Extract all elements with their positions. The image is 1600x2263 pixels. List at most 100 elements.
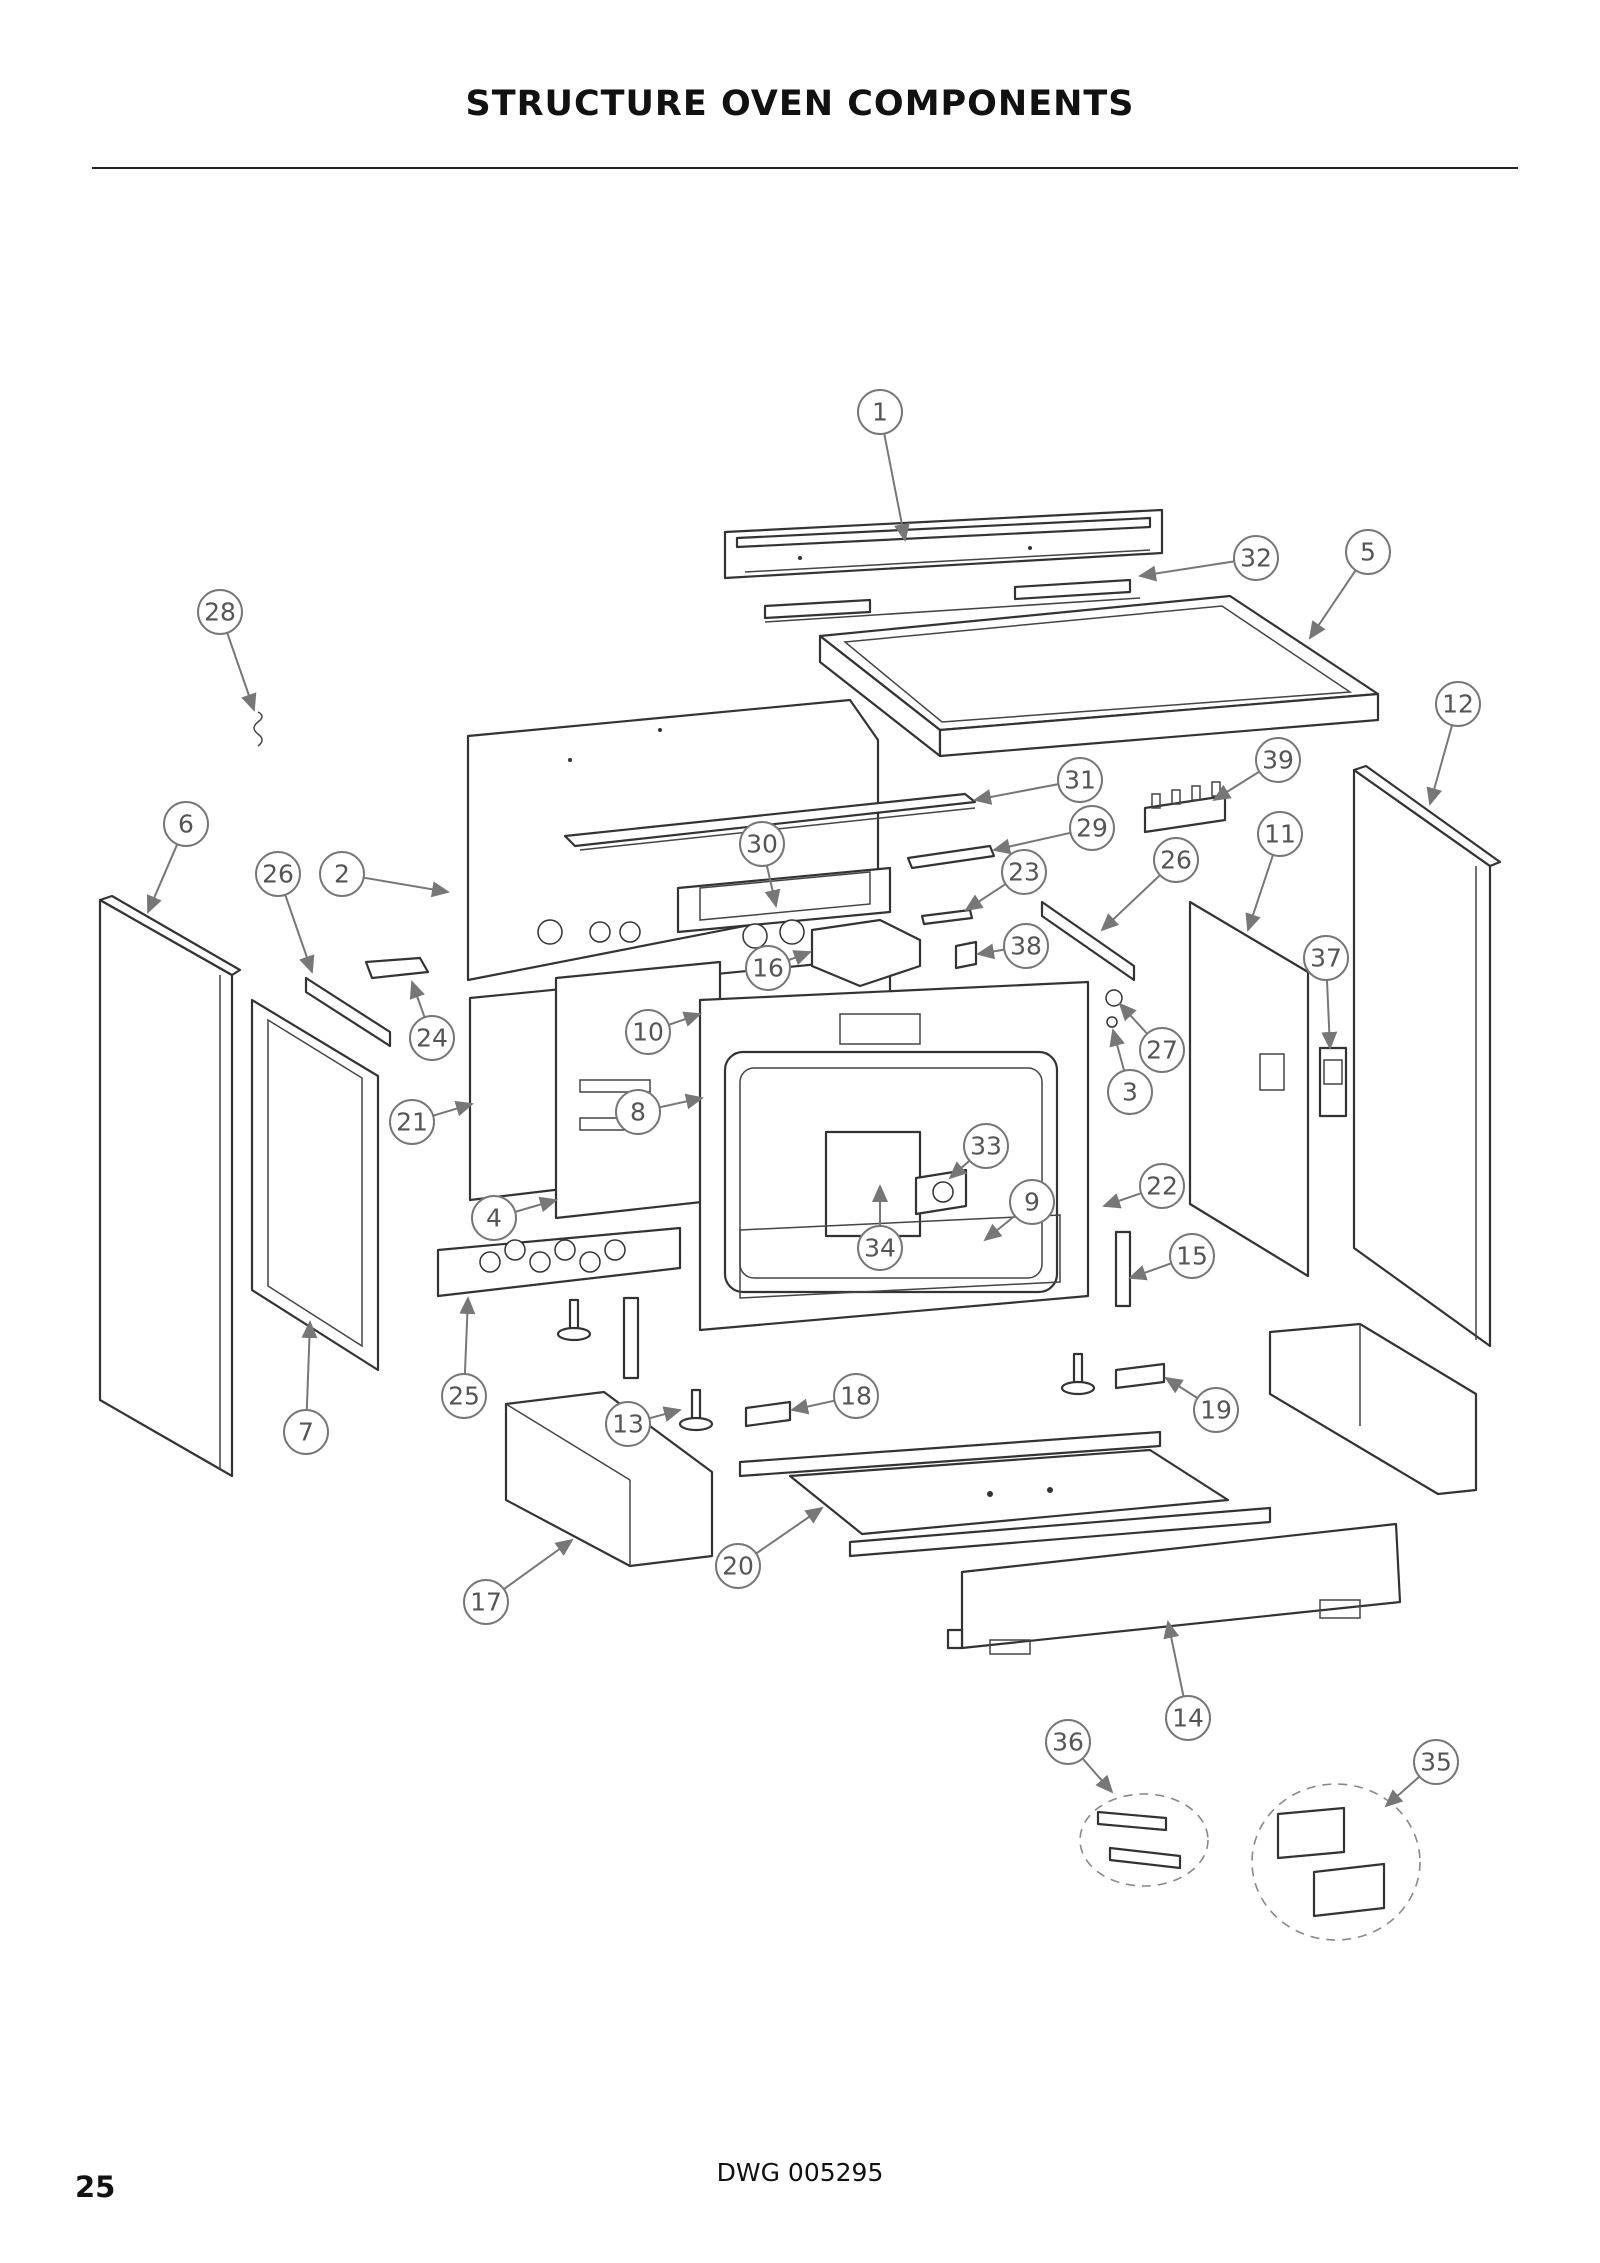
part-cooktop-frame — [818, 594, 1380, 758]
callout-17: 17 — [463, 1579, 509, 1625]
callout-circle — [1153, 837, 1199, 883]
leader-c32 — [1138, 560, 1235, 582]
callout-24: 24 — [409, 1015, 455, 1061]
leader-c10 — [668, 1011, 702, 1027]
callout-16: 16 — [745, 945, 791, 991]
leader-c36 — [1081, 1757, 1114, 1794]
leader-c9 — [983, 1215, 1016, 1242]
callout-33: 33 — [963, 1123, 1009, 1169]
leader-c5 — [1308, 569, 1357, 640]
leader-c4 — [514, 1196, 558, 1213]
callout-number: 10 — [632, 1018, 664, 1047]
callout-30: 30 — [739, 821, 785, 867]
callout-circle — [1233, 535, 1279, 581]
callout-circle — [605, 1401, 651, 1447]
page-title: STRUCTURE OVEN COMPONENTS — [465, 84, 1135, 124]
callout-circle — [739, 821, 785, 867]
leader-c13 — [648, 1406, 682, 1422]
callout-circle — [471, 1195, 517, 1241]
callout-31: 31 — [1057, 757, 1103, 803]
callout-number: 3 — [1122, 1078, 1138, 1107]
callout-number: 2 — [334, 860, 350, 889]
leader-c21 — [432, 1100, 474, 1117]
callout-circle — [1345, 529, 1391, 575]
callout-28: 28 — [197, 589, 243, 635]
leader-c38 — [976, 943, 1005, 960]
callout-13: 13 — [605, 1401, 651, 1447]
part-right-side-panel — [1352, 764, 1502, 1348]
callout-number: 5 — [1360, 538, 1376, 567]
leader-c1 — [883, 433, 910, 542]
callout-circle — [1165, 1695, 1211, 1741]
drawing-number: DWG 005295 — [716, 2158, 884, 2187]
callout-number: 19 — [1200, 1396, 1232, 1425]
part-spring — [253, 711, 263, 747]
callout-circle — [1435, 681, 1481, 727]
callout-circle — [1107, 1069, 1153, 1115]
callout-12: 12 — [1435, 681, 1481, 727]
callout-circle — [283, 1409, 329, 1455]
leader-c17 — [503, 1538, 574, 1590]
callout-number: 12 — [1442, 690, 1474, 719]
part-heat-shield — [824, 1130, 922, 1238]
leader-c6 — [146, 843, 179, 914]
title-divider — [92, 167, 1518, 169]
leader-c12 — [1426, 724, 1454, 806]
callout-37: 37 — [1303, 935, 1349, 981]
callout-circle — [1303, 935, 1349, 981]
callout-number: 34 — [864, 1234, 896, 1263]
callout-number: 4 — [486, 1204, 502, 1233]
callout-number: 39 — [1262, 746, 1294, 775]
callout-circle — [1045, 1719, 1091, 1765]
part-front-lower-rail — [436, 1226, 682, 1298]
part-right-base-box — [1268, 1322, 1478, 1496]
callout-circle — [1009, 1179, 1055, 1225]
part-sensor-bracket — [914, 1168, 968, 1216]
callout-7: 7 — [283, 1409, 329, 1455]
callout-10: 10 — [625, 1009, 671, 1055]
callout-38: 38 — [1003, 923, 1049, 969]
callout-number: 27 — [1146, 1036, 1178, 1065]
callout-number: 29 — [1076, 814, 1108, 843]
callout-25: 25 — [441, 1373, 487, 1419]
callout-number: 20 — [722, 1552, 754, 1581]
part-drawings — [98, 508, 1502, 1941]
part-control-box — [810, 918, 922, 988]
callout-number: 9 — [1024, 1188, 1040, 1217]
callout-circle — [745, 945, 791, 991]
part-top-front-trim — [723, 508, 1164, 580]
callout-circle — [1169, 1233, 1215, 1279]
part-right-inner-panel — [1188, 900, 1310, 1278]
callout-circle — [615, 1089, 661, 1135]
callout-number: 11 — [1264, 820, 1296, 849]
callout-19: 19 — [1193, 1387, 1239, 1433]
callout-5: 5 — [1345, 529, 1391, 575]
callout-32: 32 — [1233, 535, 1279, 581]
callout-number: 17 — [470, 1588, 502, 1617]
callout-18: 18 — [833, 1373, 879, 1419]
callout-circle — [1413, 1739, 1459, 1785]
leader-c15 — [1128, 1262, 1172, 1281]
leader-c26a — [284, 894, 315, 974]
callout-circle — [857, 389, 903, 435]
callout-circle — [963, 1123, 1009, 1169]
callout-number: 14 — [1172, 1704, 1204, 1733]
part-feet — [556, 1298, 1096, 1432]
callout-21: 21 — [389, 1099, 435, 1145]
part-kick-plate — [946, 1522, 1402, 1655]
callout-26: 26 — [1153, 837, 1199, 883]
callout-circle — [409, 1015, 455, 1061]
leader-c22 — [1102, 1192, 1142, 1209]
callout-circle — [1257, 811, 1303, 857]
callout-number: 22 — [1146, 1172, 1178, 1201]
leader-c39 — [1212, 770, 1260, 802]
leader-c19 — [1164, 1376, 1199, 1399]
leader-c7 — [301, 1320, 318, 1411]
callout-circle — [463, 1579, 509, 1625]
leader-c25 — [459, 1296, 476, 1375]
part-oven-floor — [739, 1214, 1061, 1299]
callout-circle — [441, 1373, 487, 1419]
part-left-base-box — [504, 1390, 714, 1568]
